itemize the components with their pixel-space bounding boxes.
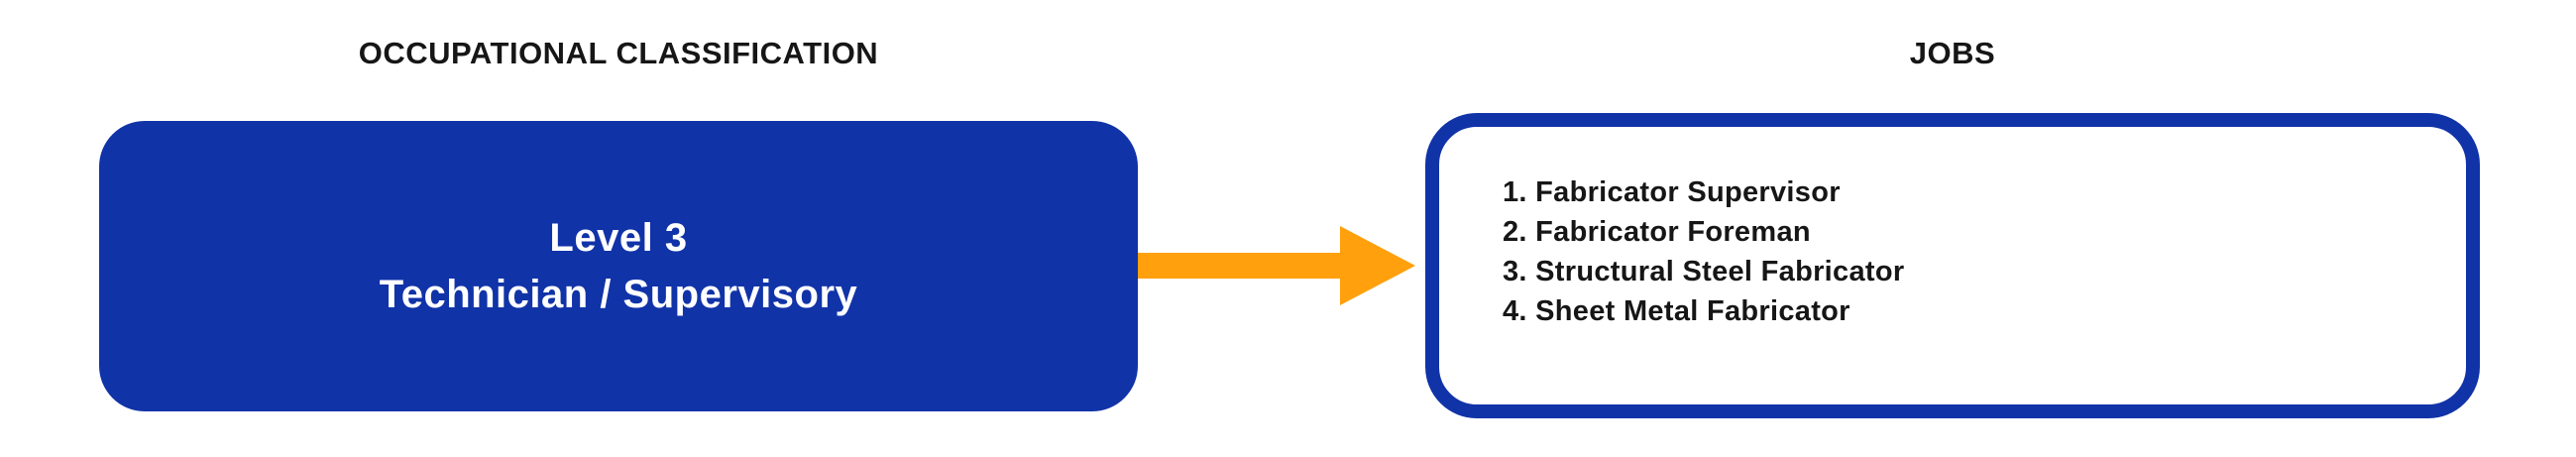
level-box-line1: Level 3 [549, 215, 688, 260]
occupational-classification-heading: OCCUPATIONAL CLASSIFICATION [358, 36, 879, 70]
jobs-list: 1. Fabricator Supervisor 2. Fabricator F… [1503, 172, 1904, 331]
right-arrow-icon [1138, 226, 1415, 305]
job-item: 4. Sheet Metal Fabricator [1503, 295, 1850, 327]
jobs-box: 1. Fabricator Supervisor 2. Fabricator F… [1425, 113, 2480, 418]
job-item: 3. Structural Steel Fabricator [1503, 256, 1905, 287]
level-box: Level 3 Technician / Supervisory [99, 121, 1138, 411]
level-box-line2: Technician / Supervisory [379, 272, 858, 316]
job-item: 1. Fabricator Supervisor [1503, 176, 1841, 208]
job-item: 2. Fabricator Foreman [1503, 216, 1811, 248]
right-arrow-shape [1138, 226, 1415, 305]
jobs-heading: JOBS [1909, 36, 1996, 70]
